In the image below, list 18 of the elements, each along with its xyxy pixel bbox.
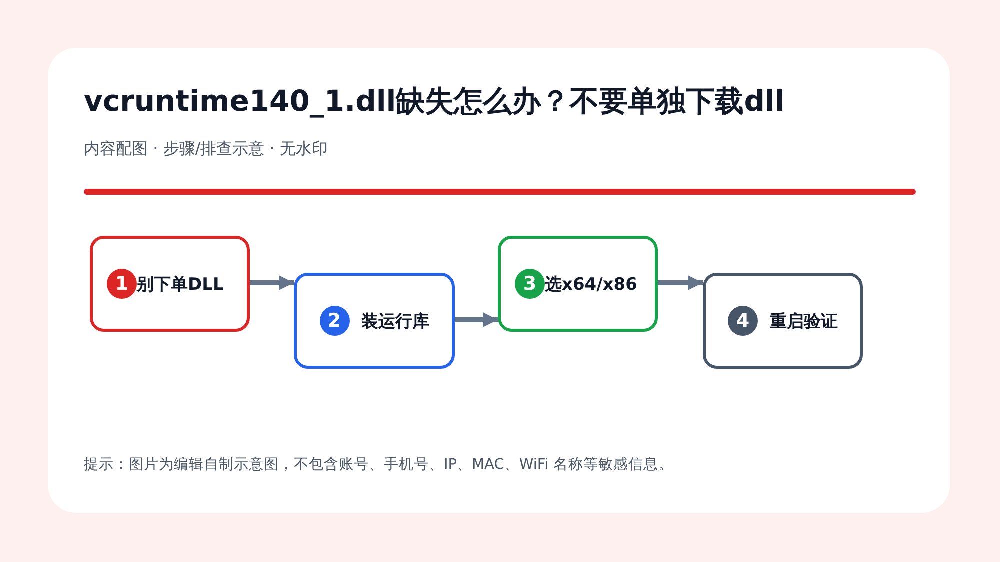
step-number: 1 <box>107 269 137 299</box>
step-box <box>703 273 863 369</box>
arrow <box>658 276 703 290</box>
step-number: 2 <box>320 306 350 336</box>
step-box <box>294 273 455 369</box>
arrow <box>455 312 498 328</box>
step-label: 选x64/x86 <box>545 274 638 296</box>
step-box <box>90 236 250 332</box>
step-number: 4 <box>728 306 758 336</box>
note: 提示：图片为编辑自制示意图，不包含账号、手机号、IP、MAC、WiFi 名称等敏感信息。 <box>84 456 674 474</box>
subtitle: 内容配图 · 步骤/排查示意 · 无水印 <box>84 139 328 160</box>
step-box <box>498 236 658 332</box>
title: vcruntime140_1.dll缺失怎么办？不要单独下载dll <box>84 83 785 120</box>
step-number: 3 <box>515 269 545 299</box>
arrow <box>250 276 294 290</box>
step-label: 别下单DLL <box>137 274 224 296</box>
step-label: 装运行库 <box>362 310 430 332</box>
step-label: 重启验证 <box>770 310 838 332</box>
